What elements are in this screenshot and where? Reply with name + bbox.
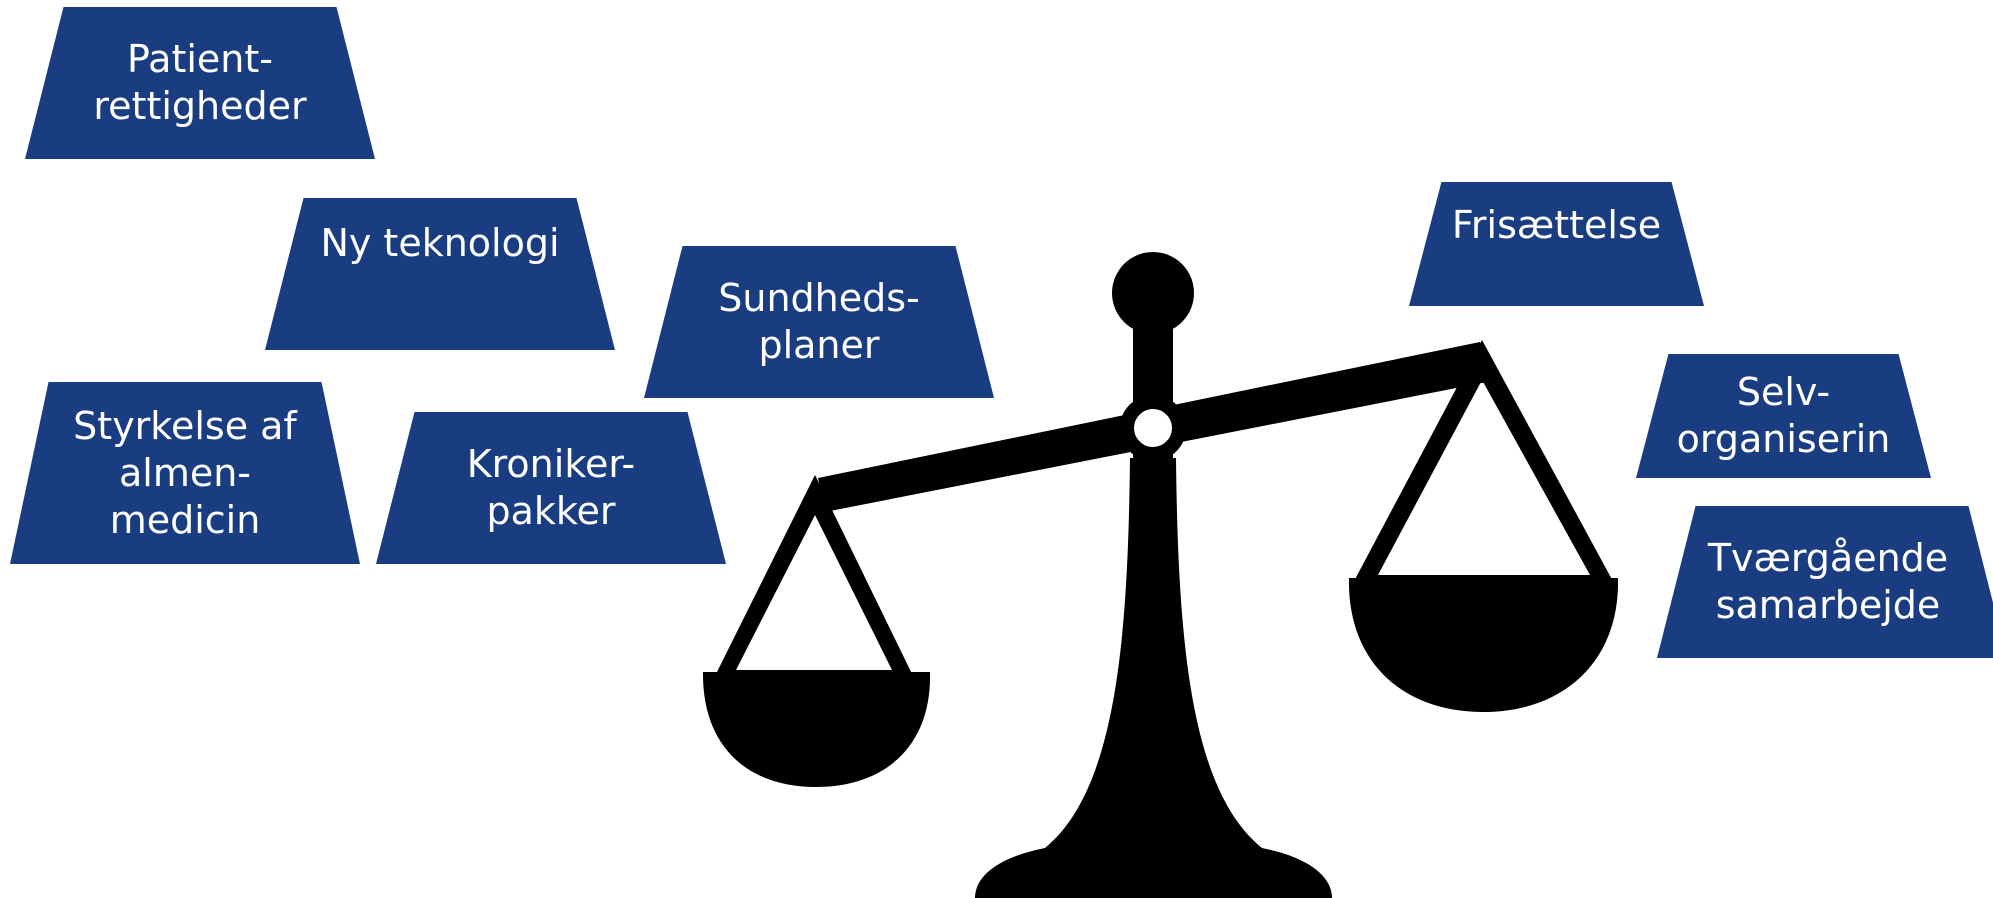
- box-sundhedsplaner: Sundheds- planer: [644, 246, 994, 398]
- scale-base: [975, 458, 1332, 898]
- box-ny-teknologi: Ny teknologi: [265, 198, 615, 350]
- box-label: Ny teknologi: [320, 221, 560, 265]
- box-label: Styrkelse af almen- medicin: [73, 403, 297, 542]
- box-background: [1657, 506, 1993, 658]
- box-kronikerpakker: Kroniker- pakker: [376, 412, 726, 564]
- box-selvorganisering: Selv- organiserin: [1636, 354, 1931, 478]
- box-label: Selv- organiserin: [1676, 370, 1891, 461]
- box-label: Patient- rettigheder: [93, 37, 307, 128]
- box-frisaettelse: Frisættelse: [1409, 182, 1704, 306]
- box-tvaergaende-samarbejde: Tværgående samarbejde: [1657, 506, 1993, 658]
- box-background: [25, 7, 375, 159]
- right-pan-strings: [1352, 340, 1615, 585]
- box-background: [1636, 354, 1931, 478]
- left-pan-strings: [712, 475, 916, 682]
- box-background: [376, 412, 726, 564]
- box-label: Frisættelse: [1451, 203, 1662, 247]
- box-label: Kroniker- pakker: [466, 442, 636, 533]
- box-label: Tværgående samarbejde: [1707, 536, 1949, 627]
- box-styrkelse-af-almenmedicin: Styrkelse af almen- medicin: [10, 382, 360, 564]
- box-background: [10, 382, 360, 564]
- scale-pivot: [1120, 395, 1186, 461]
- box-patientrettigheder: Patient- rettigheder: [25, 7, 375, 159]
- scale-knob: [1112, 252, 1194, 334]
- left-pan: [702, 672, 931, 787]
- box-background: [644, 246, 994, 398]
- box-background: [1409, 182, 1704, 306]
- right-pan: [1348, 578, 1619, 712]
- box-background: [265, 198, 615, 350]
- box-label: Sundheds- planer: [718, 276, 920, 367]
